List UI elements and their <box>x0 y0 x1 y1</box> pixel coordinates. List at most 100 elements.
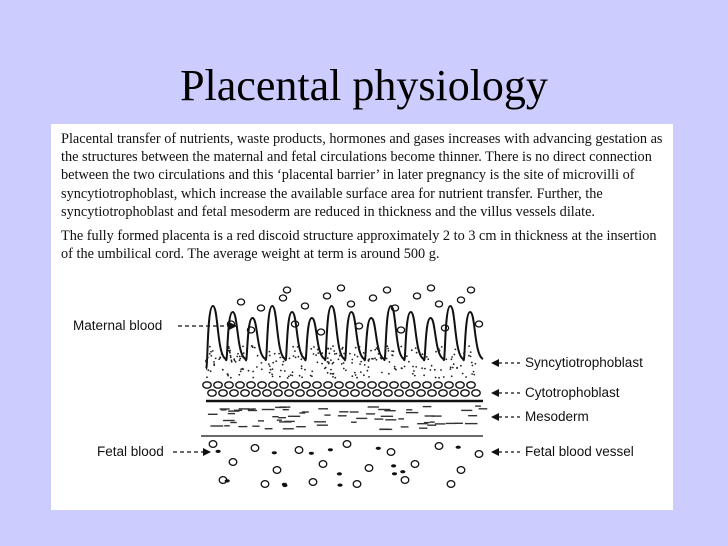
fetal-blood-cell-dark <box>400 470 406 474</box>
fetal-blood-cell-dark <box>337 483 343 487</box>
stipple-dot <box>360 354 363 357</box>
stipple-dot <box>354 374 357 376</box>
slide-title: Placental physiology <box>180 61 548 110</box>
stipple-dot <box>408 360 410 363</box>
stipple-dot <box>330 359 332 361</box>
stipple-dot <box>462 352 465 355</box>
stipple-dot <box>424 367 426 370</box>
stipple-dot <box>371 357 373 360</box>
stipple-dot <box>333 353 336 355</box>
cytotrophoblast-cell <box>229 389 239 397</box>
maternal-blood-cell <box>466 286 476 294</box>
stipple-dot <box>449 368 452 370</box>
stipple-dot <box>380 357 383 360</box>
stipple-dot <box>440 369 442 371</box>
stipple-dot <box>242 345 244 348</box>
stipple-dot <box>228 347 230 350</box>
stipple-dot <box>451 356 453 358</box>
stipple-dot <box>268 350 271 353</box>
stipple-dot <box>310 348 313 350</box>
fetal-blood-cell-dark <box>224 479 230 483</box>
stipple-dot <box>327 361 330 364</box>
stipple-dot <box>366 369 369 372</box>
stipple-dot <box>469 351 472 353</box>
fetal-blood-cell-dark <box>375 446 381 450</box>
stipple-dot <box>400 345 403 348</box>
stipple-dot <box>353 354 356 356</box>
stipple-dot <box>291 371 294 373</box>
stipple-dot <box>388 372 390 375</box>
stipple-dot <box>344 359 346 362</box>
stipple-dot <box>239 357 242 360</box>
fetal-blood-cells <box>208 439 484 489</box>
stipple-dot <box>227 349 230 352</box>
cytotrophoblast-cell <box>471 389 481 397</box>
stipple-dot <box>323 367 326 370</box>
stipple-dot <box>375 347 378 349</box>
stipple-dot <box>393 367 396 370</box>
stipple-dot <box>381 371 383 374</box>
fetal-blood-cell-dark <box>391 472 398 476</box>
stipple-dot <box>471 364 474 367</box>
fetal-blood-cell <box>364 463 374 473</box>
stipple-dot <box>331 362 334 365</box>
stipple-dot <box>213 363 216 365</box>
cytotrophoblast-cell <box>202 381 212 389</box>
stipple-dot <box>237 352 239 355</box>
fetal-blood-cell <box>434 441 444 451</box>
cytotrophoblast-cell <box>394 389 404 397</box>
cytotrophoblast-cell <box>339 389 349 397</box>
stipple-dot <box>256 366 258 368</box>
stipple-dot <box>271 368 274 370</box>
stipple-dot <box>207 369 210 372</box>
stipple-dot <box>238 373 241 376</box>
stipple-dot <box>219 356 222 359</box>
mesoderm-layer <box>207 405 488 431</box>
cytotrophoblast-cell <box>356 381 366 389</box>
stipple-dot <box>294 356 297 359</box>
stipple-dot <box>351 362 353 364</box>
cytotrophoblast-cell <box>438 389 448 397</box>
fetal-blood-cell <box>456 465 466 475</box>
stipple-dot <box>229 376 232 379</box>
stipple-dot <box>316 348 319 351</box>
stipple-dot <box>376 348 379 351</box>
fetal-blood-cell-dark <box>271 451 277 455</box>
stipple-dot <box>363 364 366 366</box>
stipple-dot <box>268 371 271 374</box>
cytotrophoblast-cell <box>323 381 333 389</box>
fetal-blood-cell <box>294 445 304 455</box>
stipple-dot <box>321 362 323 365</box>
stipple-dot <box>374 348 377 351</box>
cytotrophoblast-cell <box>405 389 415 397</box>
cytotrophoblast-cell <box>433 381 443 389</box>
cytotrophoblast-cell <box>345 381 355 389</box>
stipple-dot <box>342 362 345 364</box>
stipple-dot <box>275 360 278 363</box>
stipple-dot <box>334 376 337 379</box>
stipple-dot <box>359 363 361 365</box>
stipple-dot <box>412 365 414 368</box>
label-mesoderm: Mesoderm <box>525 409 589 424</box>
stipple-dot <box>300 358 303 361</box>
fetal-blood-cell-dark <box>327 448 333 452</box>
stipple-dot <box>208 353 211 355</box>
cytotrophoblast-cell <box>240 389 250 397</box>
fetal-blood-cell <box>386 447 396 457</box>
stipple-dot <box>273 352 276 355</box>
stipple-dot <box>236 355 239 358</box>
paragraph-placenta-description: The fully formed placenta is a red disco… <box>61 228 657 263</box>
fetal-blood-cell <box>410 459 420 469</box>
cytotrophoblast-cell <box>279 381 289 389</box>
stipple-dot <box>391 354 394 357</box>
stipple-dot <box>425 356 428 358</box>
stipple-dot <box>230 360 233 363</box>
stipple-dot <box>411 372 414 375</box>
stipple-dot <box>343 352 345 355</box>
stipple-dot <box>252 370 255 373</box>
stipple-dot <box>280 369 282 372</box>
cytotrophoblast-cell <box>350 389 360 397</box>
stipple-dot <box>227 345 230 348</box>
stipple-dot <box>238 359 241 362</box>
stipple-dot <box>281 363 284 366</box>
